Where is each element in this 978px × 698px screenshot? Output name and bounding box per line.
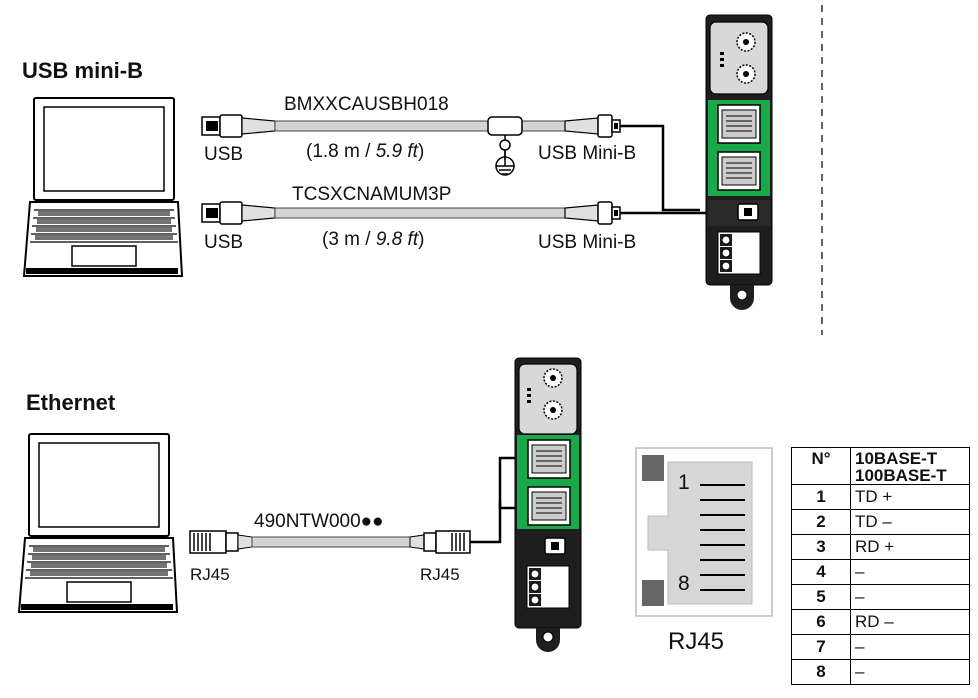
rj45-pin-8-label: 8 — [678, 572, 690, 595]
ethernet-right-end: RJ45 — [420, 565, 460, 584]
laptop-icon — [22, 97, 184, 277]
ground-icon — [495, 150, 515, 176]
table-row: 7– — [791, 634, 970, 660]
table-row: 5– — [791, 584, 970, 610]
rj45-caption: RJ45 — [668, 628, 725, 655]
cable1-length: (1.8 m / 5.9 ft) — [306, 141, 425, 162]
rj45-pin-1-label: 1 — [678, 471, 690, 494]
ethernet-cable-part-number: 490NTW000●● — [254, 511, 384, 532]
usb-section-heading: USB mini-B — [22, 58, 143, 83]
cable1-right-end: USB Mini-B — [538, 143, 637, 164]
table-row: 8– — [791, 659, 970, 685]
cable1-left-end: USB — [204, 144, 244, 165]
cable2-length: (3 m / 9.8 ft) — [322, 229, 425, 250]
controller-module-1 — [705, 14, 773, 310]
usb-cable-2 — [201, 201, 740, 225]
table-row: 4– — [791, 559, 970, 585]
cable2-part-number: TCSXCNAMUM3P — [292, 184, 452, 205]
controller-module-2 — [514, 357, 582, 652]
cable1-part-number: BMXXCAUSBH018 — [284, 94, 449, 115]
cable2-left-end: USB — [204, 232, 244, 253]
laptop-icon — [17, 433, 179, 613]
ethernet-section-heading: Ethernet — [26, 390, 116, 415]
cable2-right-end: USB Mini-B — [538, 232, 637, 253]
ethernet-cable — [189, 456, 530, 554]
pin-number-header: N° — [791, 447, 851, 485]
usb-cable-1 — [201, 114, 700, 212]
rj45-jack-diagram — [635, 447, 773, 617]
ethernet-left-end: RJ45 — [190, 565, 230, 584]
